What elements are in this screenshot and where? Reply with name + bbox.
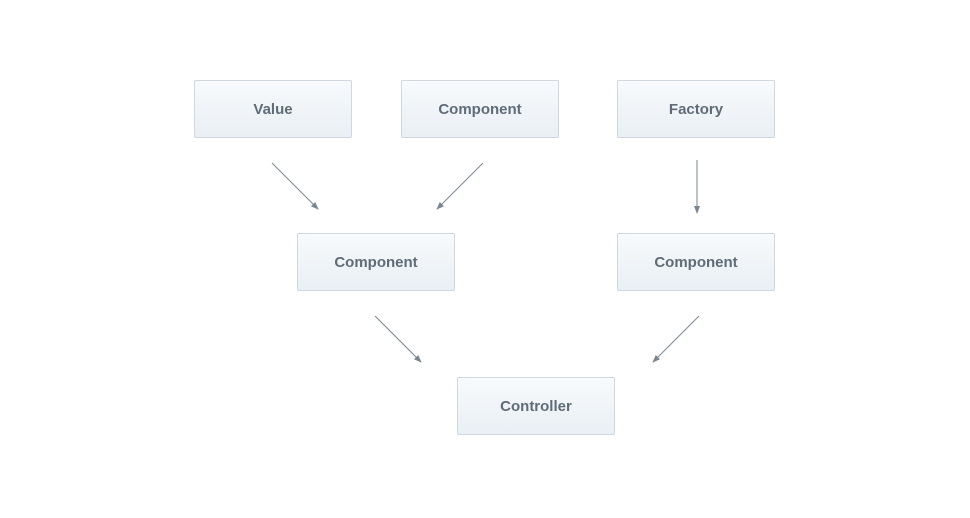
component-left-node: Component xyxy=(297,233,455,291)
component-left-node-label: Component xyxy=(334,253,418,271)
value-node-label: Value xyxy=(253,100,293,118)
factory-node-label: Factory xyxy=(668,100,724,118)
controller-node: Controller xyxy=(457,377,615,435)
component-right-node: Component xyxy=(617,233,775,291)
controller-node-label: Controller xyxy=(500,397,572,415)
value-node: Value xyxy=(194,80,352,138)
component-top-node: Component xyxy=(401,80,559,138)
arrow-component-right-to-controller xyxy=(652,315,700,363)
component-top-node-label: Component xyxy=(438,100,522,118)
factory-node: Factory xyxy=(617,80,775,138)
component-right-node-label: Component xyxy=(654,253,738,271)
arrow-component-left-to-controller xyxy=(374,315,422,363)
arrow-component-top-to-component-left xyxy=(436,162,484,210)
arrow-value-to-component-left xyxy=(271,162,319,210)
